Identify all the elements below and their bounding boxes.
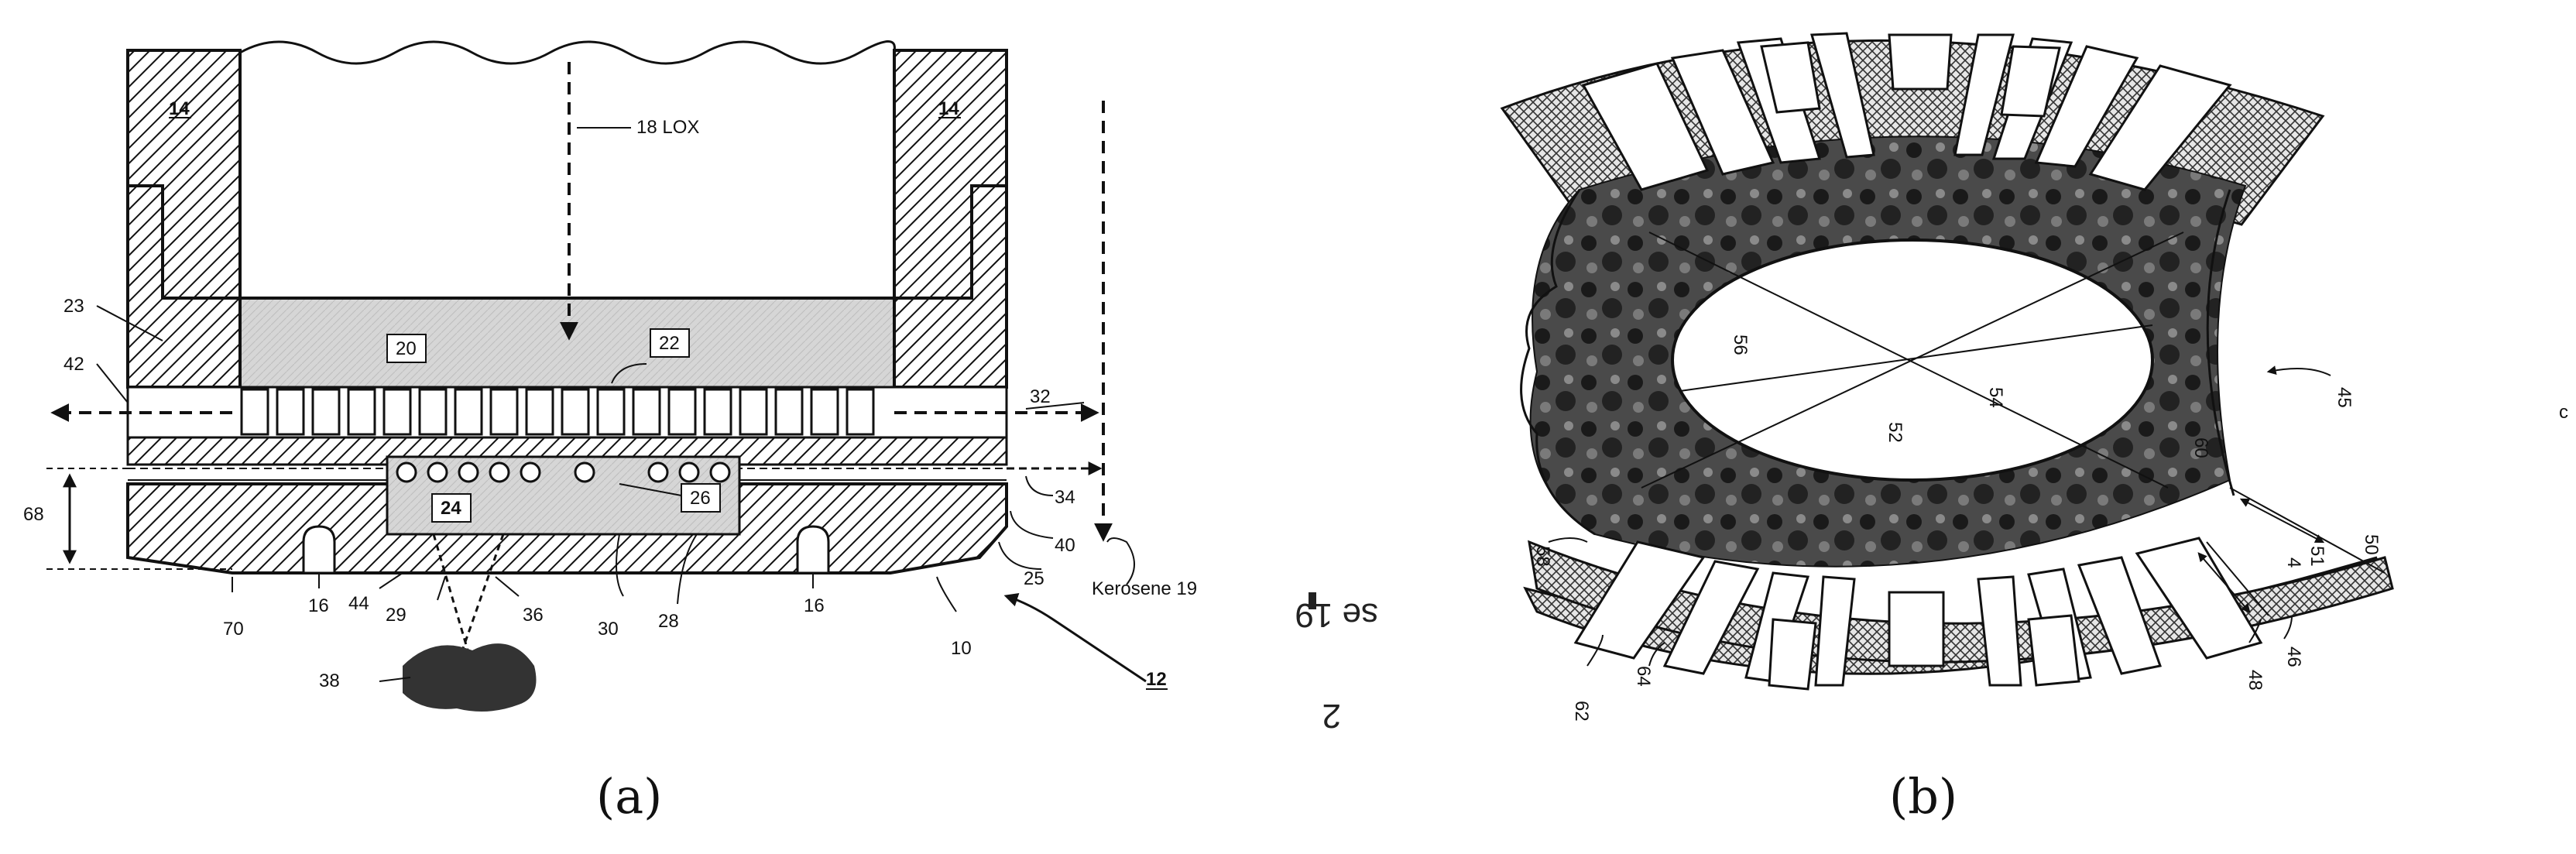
label-22: 22 bbox=[659, 333, 680, 354]
label-56: 56 bbox=[1730, 334, 1751, 355]
right-concave-edge bbox=[2206, 189, 2235, 496]
label-30: 30 bbox=[598, 619, 619, 640]
caption-a: (a) bbox=[596, 768, 662, 825]
spray-plume bbox=[403, 643, 537, 712]
label-4: 4 bbox=[2283, 557, 2304, 568]
radial-slots-bottom bbox=[1573, 537, 2263, 691]
mid-plate bbox=[126, 436, 1008, 466]
wavy-top-edge bbox=[239, 40, 896, 65]
edge-mark: c bbox=[2559, 402, 2568, 423]
label-kerosene-19: Kerosene 19 bbox=[1092, 578, 1197, 599]
label-62: 62 bbox=[1571, 701, 1592, 722]
label-28: 28 bbox=[658, 611, 679, 632]
label-14-right: 14 bbox=[938, 98, 959, 119]
bolt-left bbox=[302, 525, 336, 574]
label-38: 38 bbox=[319, 671, 340, 691]
left-wavy-edge bbox=[1520, 189, 1596, 536]
label-54: 54 bbox=[1985, 387, 2006, 408]
bolt-right bbox=[796, 525, 830, 574]
label-44: 44 bbox=[348, 593, 369, 614]
radial-slots-top bbox=[1581, 32, 2232, 191]
dimension-lines-right bbox=[1548, 365, 2386, 667]
label-14-left: 14 bbox=[169, 98, 190, 119]
kerosene-orifices bbox=[396, 461, 731, 483]
panel-b-labels: 45 50 52 54 56 58 60 62 64 46 48 51 4 bbox=[1532, 334, 2382, 722]
label-45: 45 bbox=[2334, 387, 2355, 408]
fragment-2: 2 bbox=[1322, 697, 1341, 735]
label-51: 51 bbox=[2307, 546, 2327, 567]
label-42: 42 bbox=[63, 354, 84, 375]
orifice-row bbox=[240, 388, 875, 436]
label-18-lox: 18 LOX bbox=[636, 117, 699, 138]
label-23: 23 bbox=[63, 296, 84, 317]
label-52: 52 bbox=[1885, 422, 1905, 443]
label-32: 32 bbox=[1030, 386, 1051, 407]
label-36: 36 bbox=[523, 605, 544, 626]
label-26: 26 bbox=[690, 488, 711, 509]
label-70: 70 bbox=[223, 619, 244, 640]
panel-b-injector-plate: 45 50 52 54 56 58 60 62 64 46 48 51 4 c bbox=[1500, 32, 2568, 722]
pointer-12 bbox=[1003, 593, 1147, 683]
label-40: 40 bbox=[1055, 535, 1075, 556]
label-34: 34 bbox=[1055, 487, 1075, 508]
impinging-jets bbox=[432, 533, 505, 667]
label-25: 25 bbox=[1024, 568, 1044, 589]
label-60: 60 bbox=[2190, 437, 2211, 458]
label-58: 58 bbox=[1532, 546, 1553, 567]
cropped-neighbour-fragment: se 19 2 bbox=[1295, 592, 1378, 735]
leader-lines bbox=[96, 127, 1135, 682]
label-68: 68 bbox=[23, 504, 44, 525]
label-64: 64 bbox=[1633, 666, 1654, 687]
label-12: 12 bbox=[1146, 669, 1167, 690]
panel-a-labels: 14 14 18 LOX 23 42 20 22 32 68 24 26 34 … bbox=[23, 98, 1197, 691]
label-24: 24 bbox=[441, 498, 461, 519]
label-50: 50 bbox=[2361, 534, 2382, 555]
label-16-left: 16 bbox=[308, 595, 329, 616]
label-20: 20 bbox=[396, 338, 417, 359]
label-10: 10 bbox=[951, 638, 972, 659]
panel-a-injector-cross-section: 14 14 18 LOX 23 42 20 22 32 68 24 26 34 … bbox=[23, 40, 1197, 712]
fragment-se19: se 19 bbox=[1295, 596, 1378, 634]
caption-b: (b) bbox=[1889, 768, 1957, 825]
label-46: 46 bbox=[2283, 647, 2304, 667]
diameter-lines bbox=[1641, 232, 2184, 489]
label-48: 48 bbox=[2245, 670, 2266, 691]
label-16-right: 16 bbox=[804, 595, 825, 616]
label-29: 29 bbox=[386, 605, 406, 626]
